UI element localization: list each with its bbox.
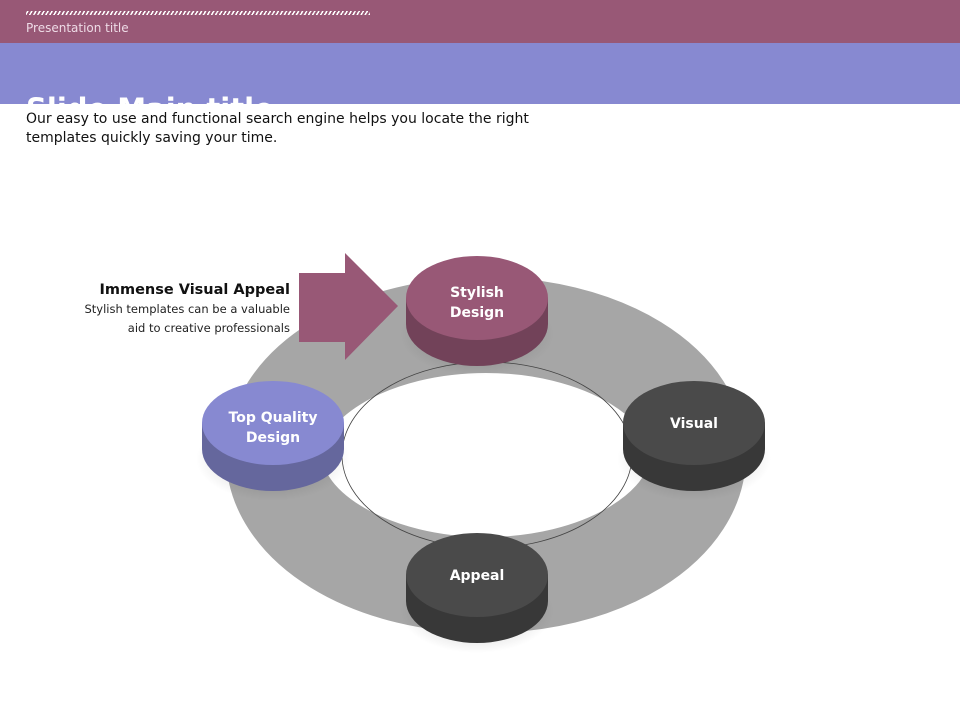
node-label-line2: Design <box>246 430 300 446</box>
callout-body-line1: Stylish templates can be a valuable <box>84 302 290 316</box>
disc-top <box>406 256 548 340</box>
header-bar: Presentation title <box>0 0 960 43</box>
cycle-node-visual: Visual <box>617 381 771 501</box>
node-label-line1: Visual <box>670 416 718 432</box>
disc-top <box>406 533 548 617</box>
node-label-line1: Stylish <box>450 285 504 301</box>
node-label-line2: Design <box>450 305 504 321</box>
callout-body-line2: aid to creative professionals <box>127 321 290 335</box>
disc-top <box>202 381 344 465</box>
cycle-node-appeal: Appeal <box>400 533 554 653</box>
callout-heading: Immense Visual Appeal <box>99 282 290 298</box>
slide-description: Our easy to use and functional search en… <box>26 111 529 146</box>
arrow-shape <box>299 253 398 360</box>
slide-main-title: Slide Main title <box>26 92 274 126</box>
hatch-decoration <box>26 11 370 15</box>
presentation-title: Presentation title <box>26 21 129 35</box>
disc-top <box>623 381 765 465</box>
title-band: Slide Main title <box>0 43 960 126</box>
node-label-line1: Top Quality <box>229 410 318 426</box>
node-label-line1: Appeal <box>450 568 505 584</box>
callout: Immense Visual Appeal Stylish templates … <box>84 282 290 336</box>
